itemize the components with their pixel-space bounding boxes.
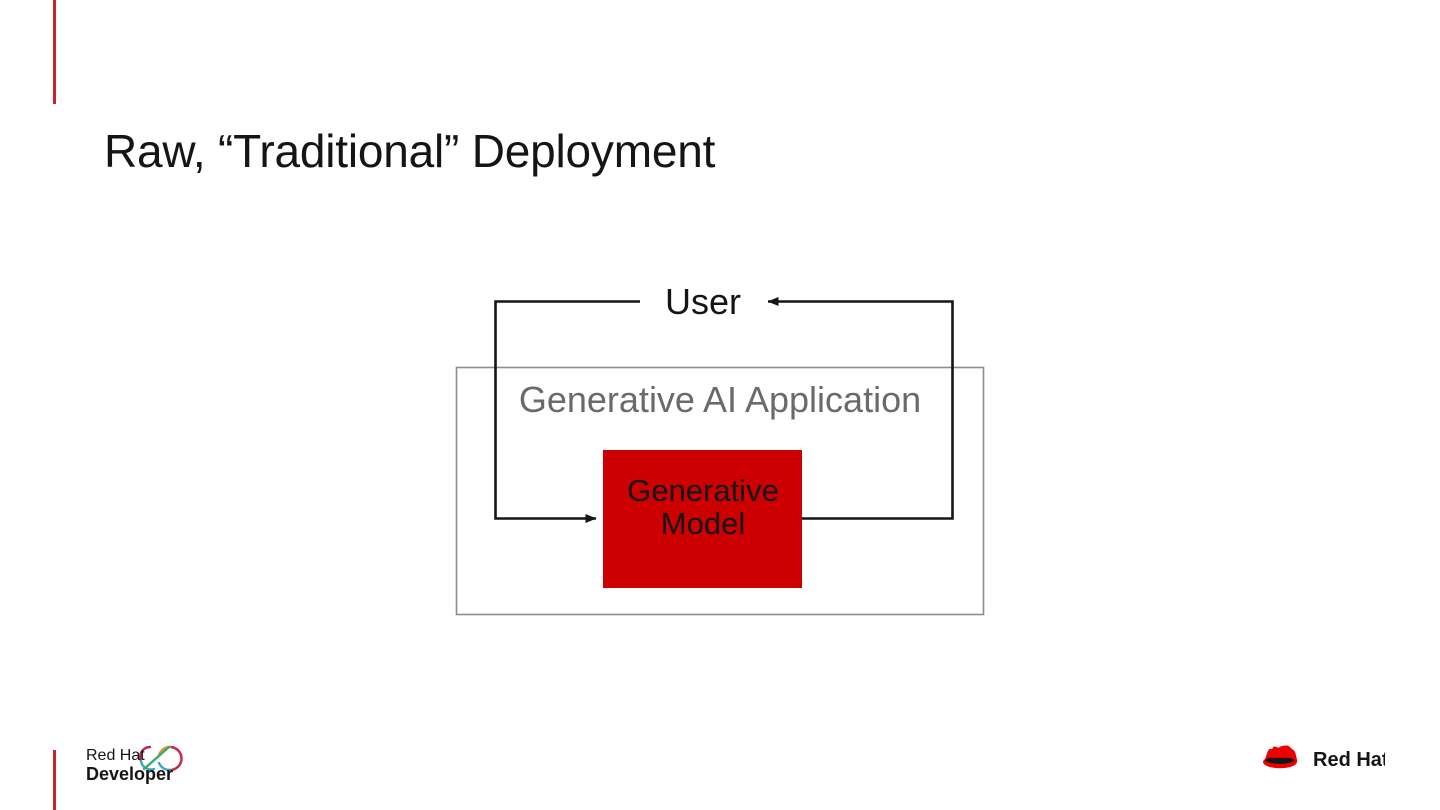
accent-bar-top xyxy=(53,0,56,104)
red-hat-logo-text: Red Hat xyxy=(1313,749,1385,771)
generative-ai-application-box xyxy=(455,366,985,616)
red-hat-logo: Red Hat xyxy=(1261,738,1389,780)
application-node-label: Generative AI Application xyxy=(518,379,922,420)
model-node-label-line2: Model xyxy=(660,506,746,542)
rhd-logo-line1: Red Hat xyxy=(86,747,145,764)
red-hat-fedora-icon xyxy=(1263,745,1298,769)
model-node-label: Generative Model xyxy=(603,474,803,541)
generative-model-box xyxy=(603,450,802,588)
red-hat-developer-logo: Red Hat Developer xyxy=(86,738,198,786)
page-title: Raw, “Traditional” Deployment xyxy=(104,125,716,177)
red-hat-logo-svg: Red Hat xyxy=(1263,745,1389,771)
response-connector xyxy=(767,297,954,520)
red-hat-developer-logo-svg: Red Hat Developer xyxy=(86,745,183,784)
accent-bar-bottom xyxy=(53,750,56,810)
rhd-logo-line2: Developer xyxy=(86,764,173,784)
rhd-mark-icon xyxy=(138,745,183,772)
request-connector xyxy=(494,300,640,523)
model-node-label-line1: Generative xyxy=(627,473,779,508)
user-node-label: User xyxy=(664,281,741,322)
